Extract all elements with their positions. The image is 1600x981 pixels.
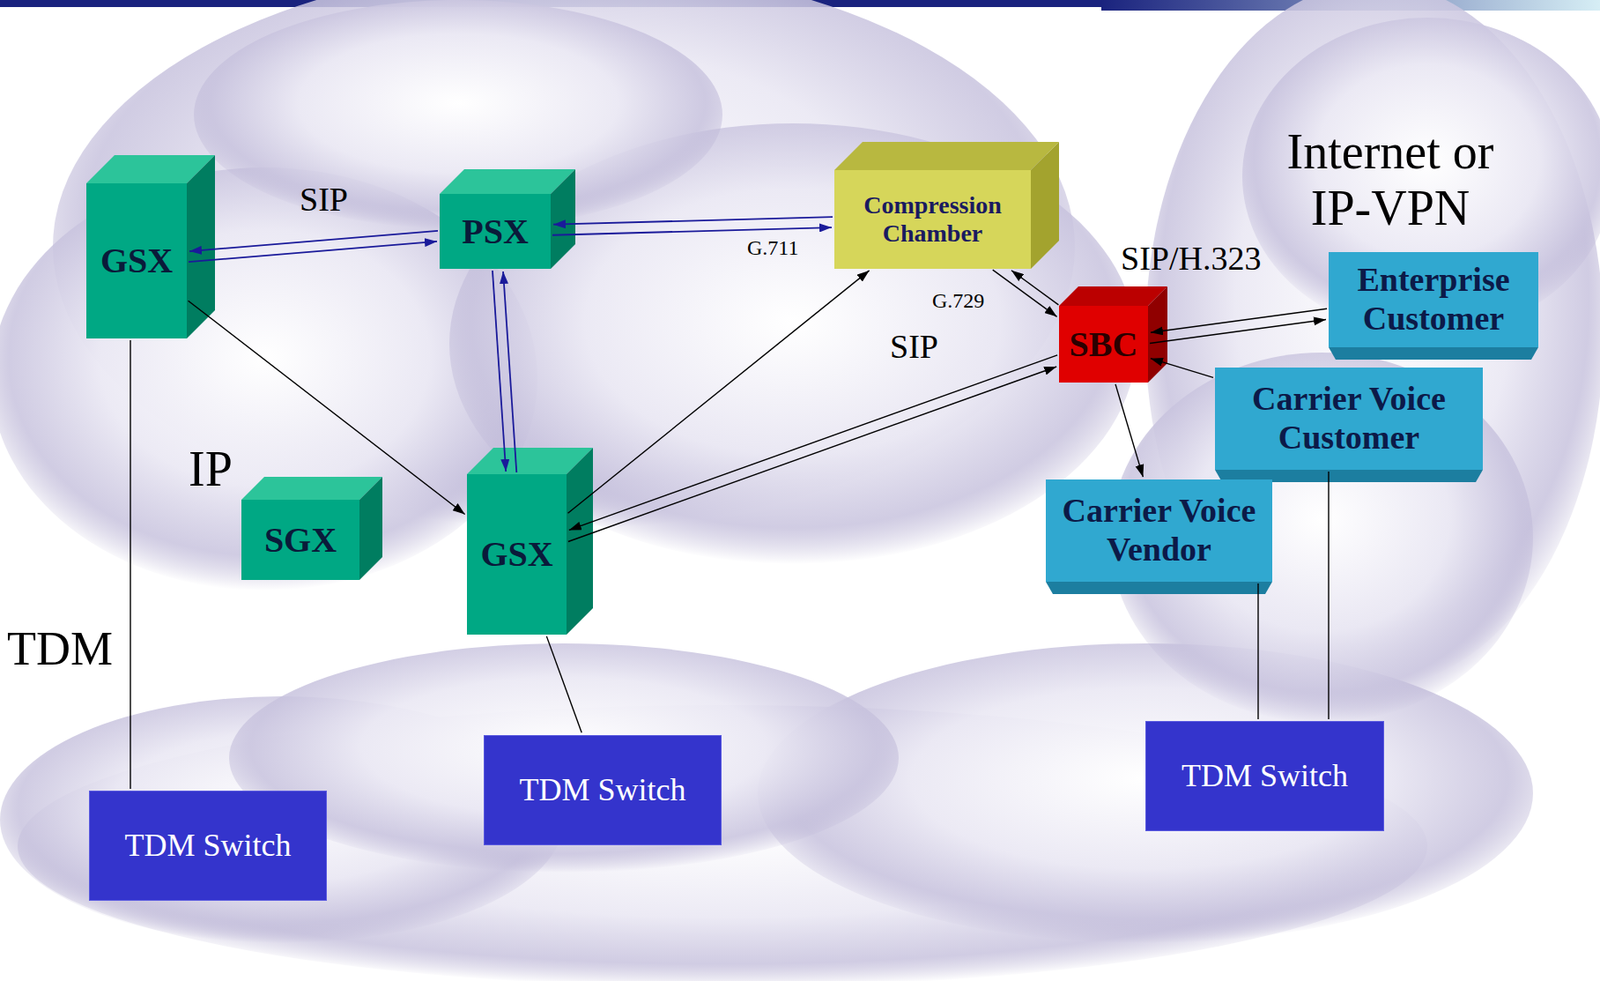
- box-bevel: [1045, 581, 1273, 594]
- network-label: TDM: [7, 621, 113, 676]
- connector: [492, 270, 506, 472]
- customer-box: Enterprise Customer: [1328, 251, 1539, 348]
- codec-label: G.729: [932, 288, 985, 314]
- connector: [546, 636, 582, 733]
- connector: [1150, 358, 1214, 378]
- node-text: TDM Switch: [1181, 757, 1349, 794]
- box-side-face: [1030, 141, 1060, 269]
- sbc-box: SBC: [1059, 305, 1149, 383]
- connector: [1115, 384, 1143, 477]
- gateway-box: GSX: [86, 183, 187, 339]
- signaling-gateway-box: SGX: [241, 499, 360, 580]
- policy-server-box: PSX: [439, 193, 551, 269]
- node-text: Carrier Voice Vendor: [1052, 491, 1266, 569]
- box-top-face: [241, 476, 383, 500]
- protocol-label: SIP/H.323: [1120, 239, 1261, 279]
- compression-box: Compression Chamber: [834, 170, 1031, 269]
- node-text: PSX: [461, 211, 529, 252]
- node-text: TDM Switch: [125, 827, 292, 864]
- connector: [553, 216, 833, 225]
- connector: [1257, 583, 1259, 719]
- connector: [1149, 319, 1326, 344]
- box-side-face: [550, 169, 576, 269]
- connector: [568, 366, 1057, 541]
- connector: [188, 241, 438, 262]
- vendor-box: Carrier Voice Vendor: [1045, 479, 1273, 582]
- connector: [503, 271, 517, 473]
- network-label: Internet or IP-VPN: [1275, 123, 1505, 238]
- tdm-switch-box: TDM Switch: [88, 790, 327, 901]
- internet-cloud: [1110, 0, 1600, 723]
- tdm-switch-box: TDM Switch: [483, 734, 722, 845]
- connector: [129, 340, 131, 789]
- customer-box: Carrier Voice Customer: [1214, 367, 1483, 470]
- node-text: SBC: [1069, 324, 1139, 365]
- network-label: IP: [188, 440, 233, 497]
- connector: [1011, 270, 1060, 305]
- protocol-label: SIP: [889, 327, 939, 367]
- node-text: Carrier Voice Customer: [1222, 379, 1476, 457]
- node-text: GSX: [480, 533, 553, 575]
- connector: [189, 230, 438, 252]
- node-text: SGX: [264, 519, 337, 561]
- gateway-box: GSX: [466, 474, 567, 635]
- node-text: Enterprise Customer: [1335, 260, 1532, 338]
- connector: [188, 300, 466, 514]
- box-side-face: [1148, 286, 1168, 383]
- connector: [552, 227, 832, 236]
- connector: [1150, 308, 1327, 333]
- codec-label: G.711: [747, 236, 799, 261]
- box-side-face: [359, 476, 383, 580]
- protocol-label: SIP: [299, 180, 349, 220]
- connector: [1327, 471, 1329, 719]
- box-bevel: [1328, 347, 1539, 360]
- connector: [569, 355, 1058, 530]
- tdm-switch-box: TDM Switch: [1145, 720, 1385, 831]
- node-text: Compression Chamber: [841, 191, 1024, 248]
- node-text: TDM Switch: [519, 771, 687, 808]
- connector: [992, 269, 1058, 317]
- node-text: GSX: [100, 240, 173, 282]
- box-top-face: [834, 141, 1060, 171]
